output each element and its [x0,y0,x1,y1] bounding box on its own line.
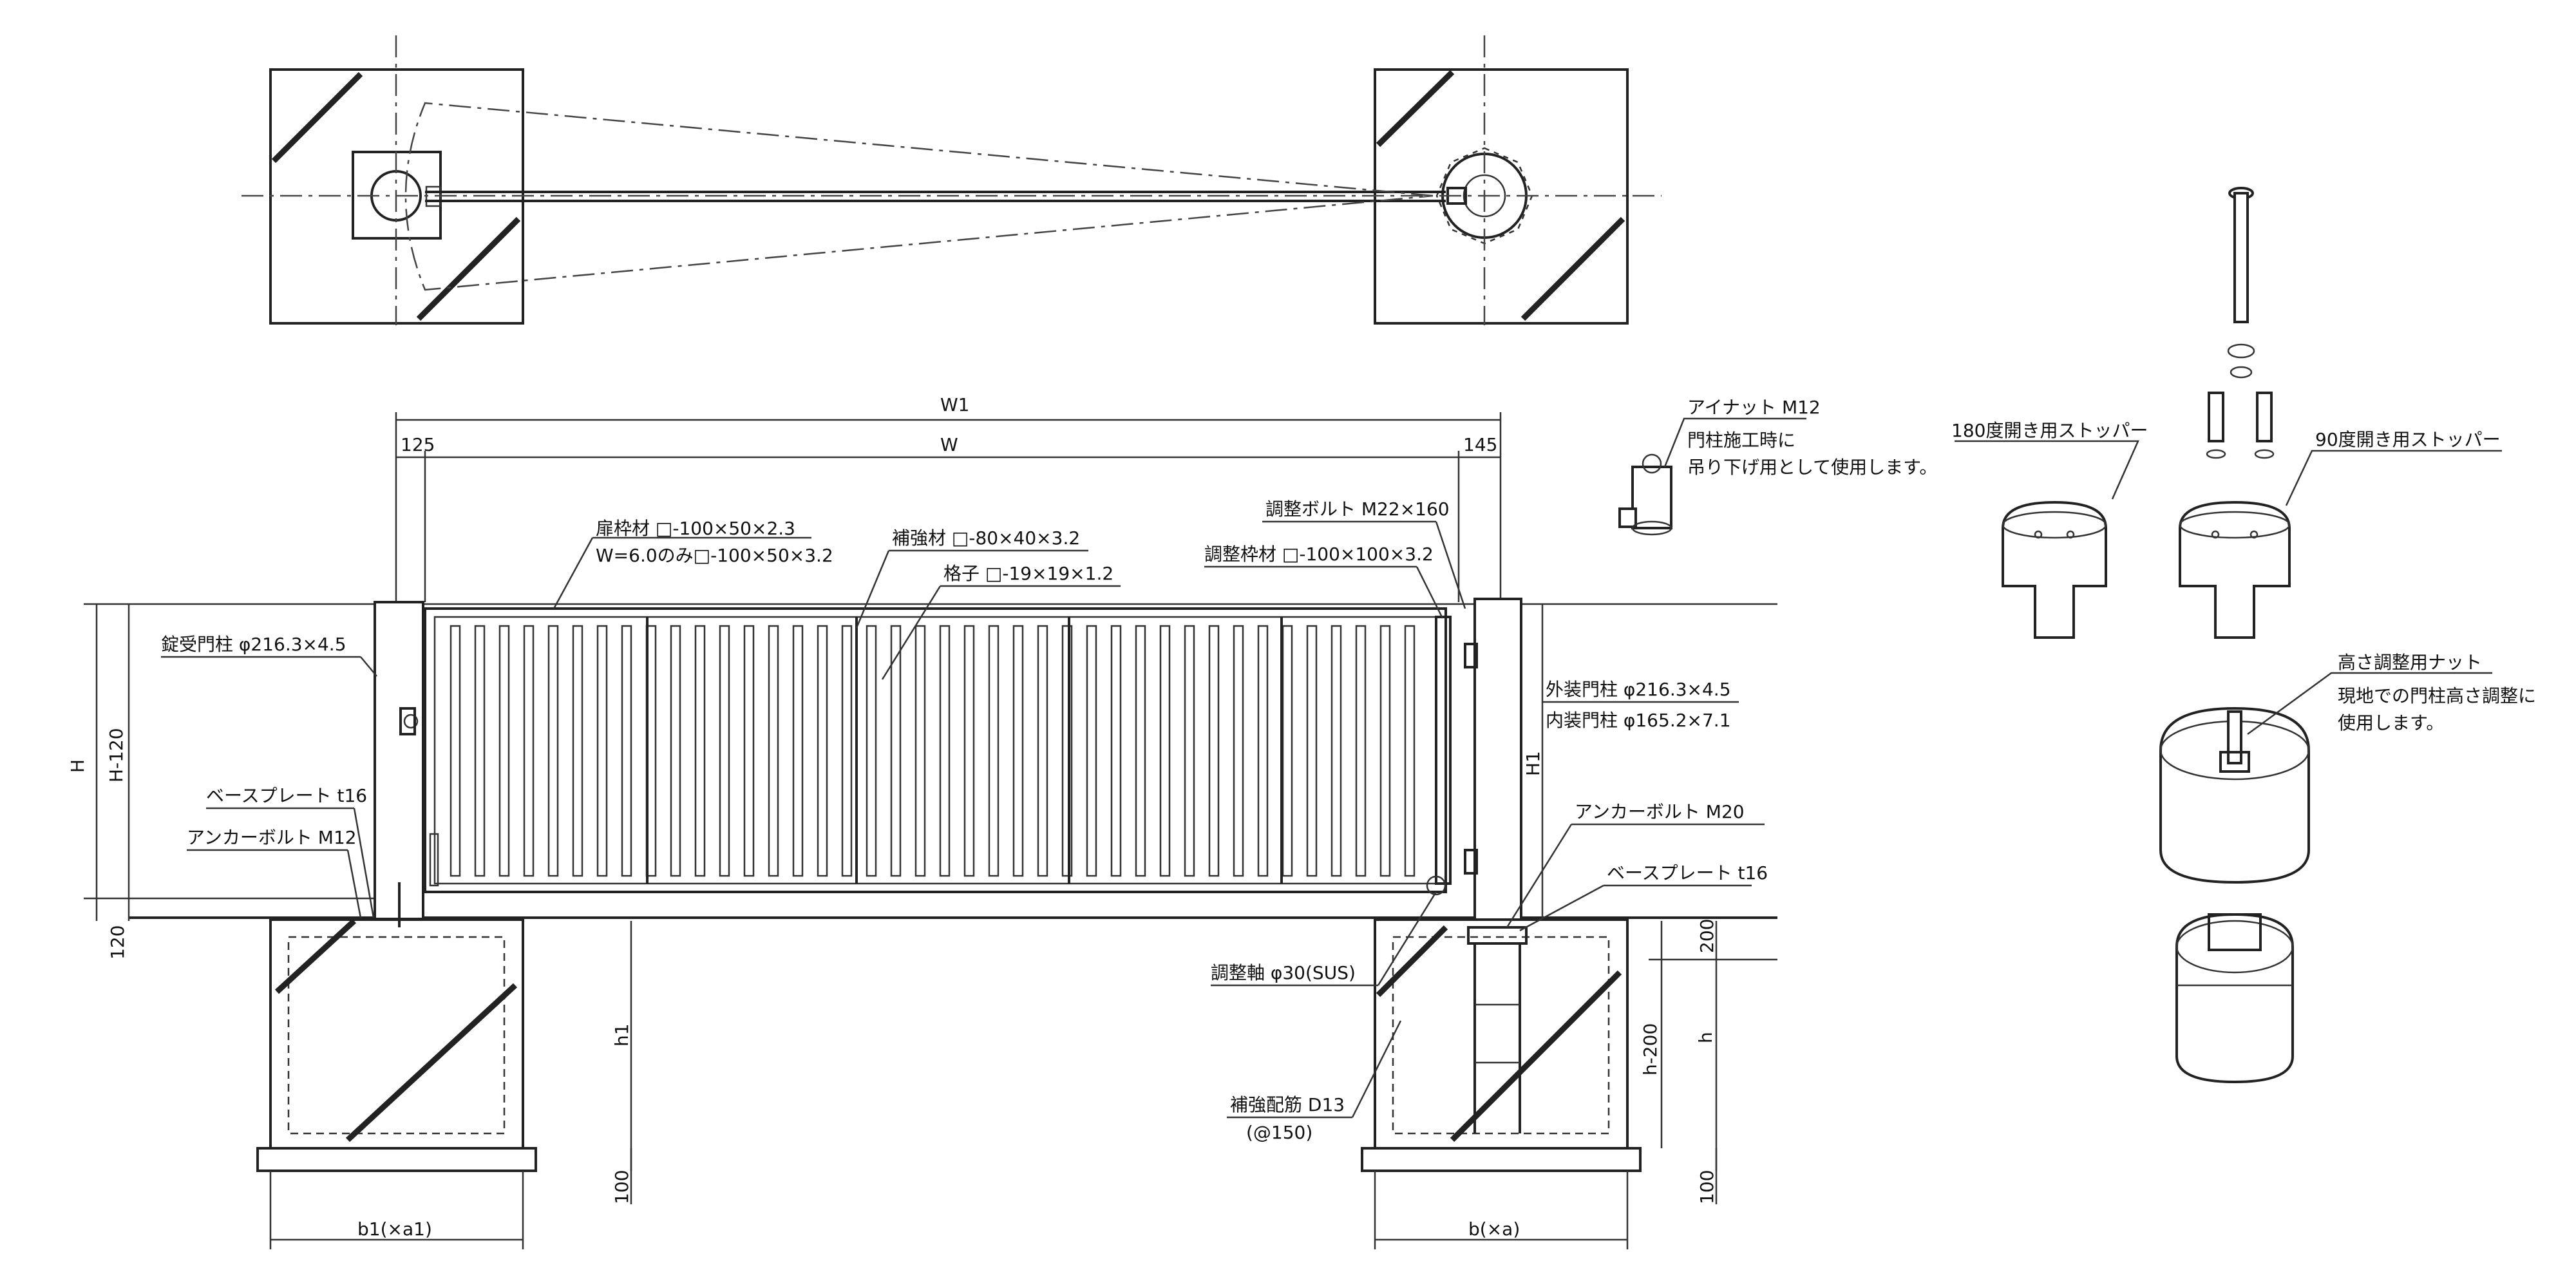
latch-post [374,601,424,920]
dim-h1: h1 [611,1023,632,1046]
gate-lattice [450,625,1416,877]
dim-100-left: 100 [611,1170,632,1204]
label-base-plate-right: ベースプレート t16 [1607,862,1768,884]
label-base-plate-left: ベースプレート t16 [206,785,367,806]
gate-frame [424,607,1447,893]
dim-H1: H1 [1522,751,1544,776]
label-lattice: 格子 □-19×19×1.2 [943,563,1113,584]
label-adjust-shaft: 調整軸 φ30(SUS) [1211,962,1356,983]
label-stopper-180: 180度開き用ストッパー [1951,420,2148,441]
label-eye-nut: アイナット M12 [1687,397,1821,418]
annotations: 扉枠材 □-100×50×2.3 W=6.0のみ□-100×50×3.2 補強材… [161,498,1768,1143]
elevation-view: W1 W 125 145 [67,394,1777,1249]
label-frame: 扉枠材 □-100×50×2.3 [596,518,795,539]
label-outer-post: 外装門柱 φ216.3×4.5 [1546,679,1731,700]
label-anchor-left: アンカーボルト M12 [187,827,357,848]
label-frame-w6: W=6.0のみ□-100×50×3.2 [596,545,833,566]
dim-W: W [940,434,958,455]
dim-H: H [67,759,88,773]
label-rebar: 補強配筋 D13 [1230,1094,1345,1115]
dim-200: 200 [1696,919,1718,953]
eye-nut-detail: アイナット M12 門柱施工時に 吊り下げ用として使用します。 [1618,397,1937,536]
left-foundation [269,918,524,1150]
dim-100-right: 100 [1696,1170,1718,1204]
dim-W1: W1 [940,394,970,415]
dim-125: 125 [401,434,435,455]
dim-H-120: H-120 [106,728,127,782]
dim-120: 120 [107,925,128,960]
dim-h-200: h-200 [1640,1023,1661,1075]
right-foundation [1374,918,1629,1150]
dim-h: h [1695,1032,1716,1043]
label-reinforce: 補強材 □-80×40×3.2 [892,527,1080,549]
label-inner-post: 内装門柱 φ165.2×7.1 [1546,710,1731,731]
dim-b: b(×a) [1468,1218,1520,1240]
label-adjust-frame: 調整枠材 □-100×100×3.2 [1204,544,1434,565]
label-latch-post: 錠受門柱 φ216.3×4.5 [161,634,346,655]
label-eye-nut-note2: 吊り下げ用として使用します。 [1687,457,1937,478]
dim-b1: b1(×a1) [357,1218,432,1240]
label-anchor-right: アンカーボルト M20 [1575,801,1745,822]
hinge-post [1473,598,1522,921]
label-stopper-90: 90度開き用ストッパー [2315,429,2501,450]
plan-view [242,35,1662,325]
dim-145: 145 [1463,434,1497,455]
stopper-detail: 180度開き用ストッパー 90度開き用ストッパー 高さ調整用ナット 現地での門柱… [1951,187,2536,1084]
label-height-nut-note1: 現地での門柱高さ調整に [2338,685,2536,706]
label-eye-nut-note1: 門柱施工時に [1687,430,1795,451]
label-adjust-bolt: 調整ボルト M22×160 [1265,498,1450,520]
label-rebar-pitch: (@150) [1246,1122,1312,1143]
label-height-nut-note2: 使用します。 [2338,712,2444,734]
label-height-nut: 高さ調整用ナット [2338,652,2482,673]
